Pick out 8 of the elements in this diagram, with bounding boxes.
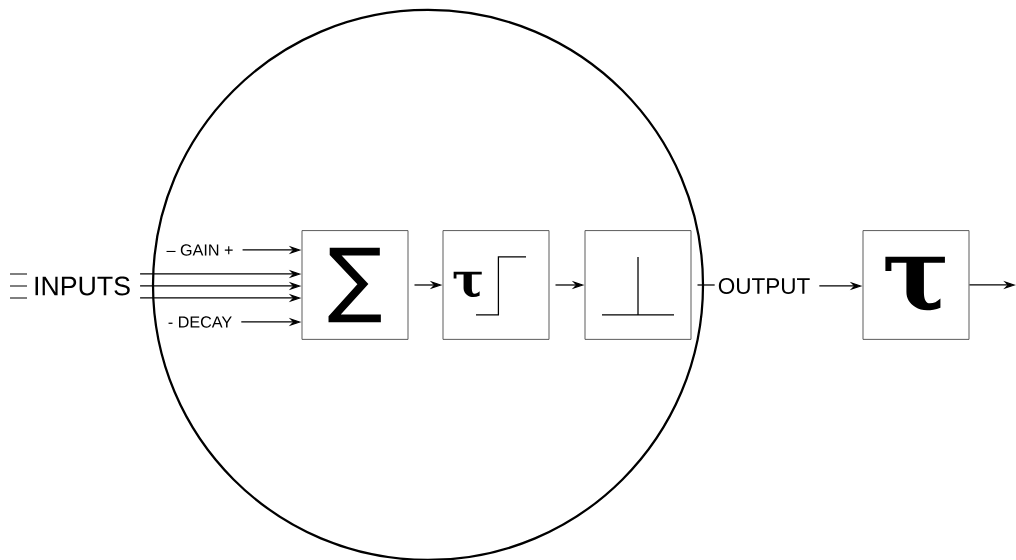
input-label: - DECAY (168, 316, 232, 328)
input-label: – GAIN + (166, 244, 233, 256)
delay-box: τ (862, 230, 970, 340)
output-box (584, 230, 692, 340)
sum-box: ∑ (301, 230, 409, 340)
input-label: INPUTS (35, 276, 130, 296)
threshold-box: τ (442, 230, 550, 340)
output-label: OUTPUT (718, 278, 810, 294)
